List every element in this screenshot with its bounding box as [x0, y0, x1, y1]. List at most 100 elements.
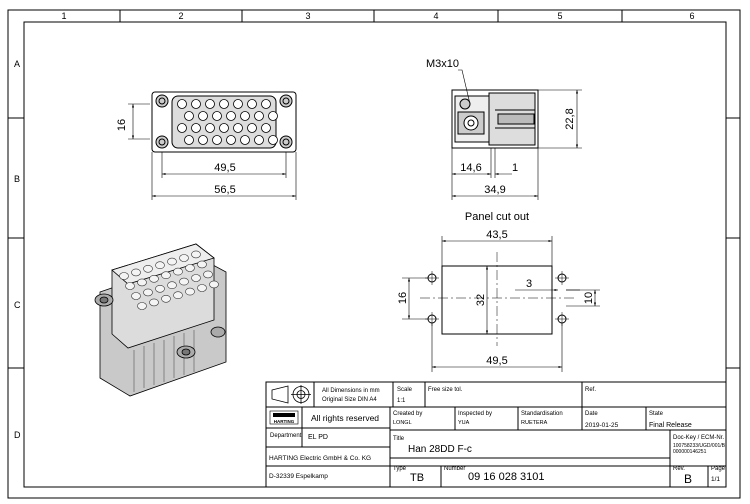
iso-contact [119, 272, 129, 280]
iso-contact [137, 278, 147, 287]
iso-contact [161, 271, 171, 280]
dim-cutout-top: 43,5 [486, 229, 507, 241]
iso-contact [155, 284, 165, 293]
contact-hole [177, 123, 187, 133]
contact-hole [233, 99, 243, 109]
iso-contact [173, 267, 183, 276]
row-label: C [14, 300, 21, 310]
doc-key-2: 000000146251 [673, 449, 707, 455]
contact-hole [219, 123, 229, 133]
iso-contact [185, 287, 195, 296]
title-block-lines [265, 381, 727, 488]
page-value: 1/1 [711, 476, 720, 483]
col-label: 5 [557, 11, 562, 21]
date-value: 2019-01-25 [585, 422, 619, 429]
state-value: Final Release [649, 422, 692, 429]
rights: All rights reserved [311, 413, 379, 423]
dim-cutout-bottom: 49,5 [486, 355, 507, 367]
isometric-view [94, 243, 227, 397]
iso-contact [137, 302, 147, 310]
contact-hole [219, 99, 229, 109]
iso-contact [191, 274, 201, 282]
panel-cutout [420, 252, 574, 346]
dims-note-1: All Dimensions in mm [322, 388, 380, 394]
iso-contact [209, 280, 219, 289]
type-value: TB [410, 472, 424, 484]
iso-contact [167, 257, 177, 266]
scale-value: 1:1 [397, 398, 406, 404]
drawing-frame [7, 9, 741, 499]
standard-value: RUETERA [521, 420, 548, 426]
contact-hole [268, 111, 278, 121]
dim-front-outer-width: 56,5 [214, 184, 235, 196]
column-labels: 1 2 3 4 5 6 [61, 11, 694, 21]
number-label: Number [444, 466, 465, 472]
dim-side-a: 14,6 [460, 162, 481, 174]
inspected-value: YUA [458, 420, 470, 426]
created-value: LONGL [393, 420, 412, 426]
contact-hole [226, 111, 236, 121]
col-label: 3 [305, 11, 310, 21]
contact-hole [205, 99, 215, 109]
contact-hole [212, 135, 222, 145]
tolerance: Free size tol. [428, 387, 463, 393]
panel-cutout-dimensions [402, 236, 600, 372]
contact-hole [184, 135, 194, 145]
iso-contact [197, 260, 207, 269]
iso-contact [149, 298, 159, 307]
title-label: Title [393, 436, 405, 442]
harting-logo: HARTING [269, 410, 299, 425]
contact-hole [191, 99, 201, 109]
contact-hole [191, 123, 201, 133]
contact-hole [205, 123, 215, 133]
page-label: Page [711, 466, 726, 472]
company-1: HARTING Electric GmbH & Co. KG [269, 455, 371, 462]
created-label: Created by [393, 411, 422, 417]
iso-contact [167, 281, 177, 290]
contact-hole [184, 111, 194, 121]
number-value: 09 16 028 3101 [468, 471, 544, 483]
contact-hole [254, 135, 264, 145]
dim-side-height: 22,8 [564, 108, 576, 129]
rev-value: B [684, 472, 692, 486]
contact-hole [247, 123, 257, 133]
row-labels: A B C D [14, 59, 21, 440]
iso-contact [143, 288, 153, 297]
type-label: Type [393, 466, 407, 472]
iso-contact [131, 268, 141, 277]
iso-contact [155, 261, 165, 270]
scale-label: Scale [397, 387, 413, 393]
state-label: State [649, 411, 664, 417]
contact-hole [177, 99, 187, 109]
iso-contact [179, 254, 189, 262]
department-value: EL PD [308, 434, 328, 441]
iso-contact [131, 292, 141, 300]
contact-hole [226, 135, 236, 145]
contact-hole [212, 111, 222, 121]
front-view-dimensions [128, 103, 297, 200]
iso-contact [203, 270, 213, 279]
panel-cutout-title: Panel cut out [465, 211, 529, 223]
col-label: 2 [178, 11, 183, 21]
dim-front-inner-width: 49,5 [214, 162, 235, 174]
row-label: B [14, 174, 20, 184]
contact-hole [198, 111, 208, 121]
date-label: Date [585, 411, 598, 417]
row-label: D [14, 430, 21, 440]
standard-label: Standardisation [521, 411, 563, 417]
dims-note-2: Original Size DIN A4 [322, 397, 377, 403]
logo-text: HARTING [274, 419, 295, 424]
col-label: 1 [61, 11, 66, 21]
contact-hole [233, 123, 243, 133]
department-label: Department [270, 433, 302, 439]
dim-front-height: 16 [116, 119, 128, 131]
contact-hole [247, 99, 257, 109]
col-label: 4 [433, 11, 438, 21]
iso-contact [161, 294, 171, 303]
iso-contact [179, 277, 189, 286]
contact-hole [261, 123, 271, 133]
title-block-text: All Dimensions in mm Original Size DIN A… [269, 387, 726, 486]
dim-side-width: 34,9 [484, 184, 505, 196]
iso-contact [125, 282, 135, 290]
